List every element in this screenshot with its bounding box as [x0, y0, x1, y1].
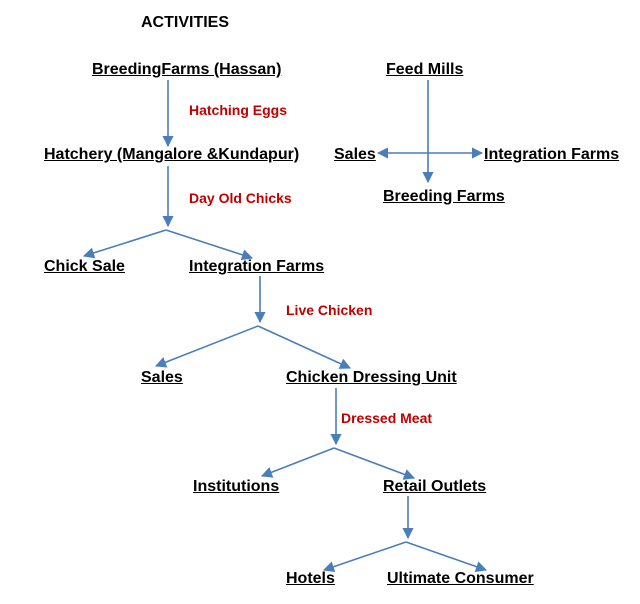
- node-integration-farms: Integration Farms: [189, 258, 325, 275]
- label-hatching-eggs: Hatching Eggs: [189, 102, 288, 118]
- node-ultimate-consumer: Ultimate Consumer: [387, 570, 534, 587]
- label-live-chicken: Live Chicken: [286, 302, 373, 318]
- arrow-split-to-consumer: [405, 541, 488, 572]
- arrow-split-to-chick-sale: [82, 229, 167, 259]
- label-day-old-chicks: Day Old Chicks: [189, 190, 292, 206]
- node-institutions: Institutions: [193, 478, 280, 495]
- node-retail-outlets: Retail Outlets: [383, 478, 487, 495]
- node-hotels: Hotels: [286, 570, 335, 587]
- arrow-split-to-sales: [154, 325, 259, 368]
- node-hatchery: Hatchery (Mangalore &Kundapur): [44, 146, 300, 163]
- node-feed-mills: Feed Mills: [386, 61, 464, 78]
- arrow-split-to-hotels: [322, 541, 407, 573]
- node-feed-breeding-farms: Breeding Farms: [383, 188, 505, 205]
- arrow-split-to-integration-farms: [165, 229, 254, 261]
- node-feed-sales: Sales: [334, 146, 376, 163]
- node-chick-sale: Chick Sale: [44, 258, 125, 275]
- arrow-split-to-retail: [333, 447, 416, 480]
- node-feed-integration-farms: Integration Farms: [484, 146, 620, 163]
- arrow-split-to-dressing-unit: [257, 325, 352, 369]
- diagram-title: ACTIVITIES: [141, 14, 230, 31]
- node-breeding-farms-hassan: BreedingFarms (Hassan): [92, 61, 282, 78]
- node-chicken-dressing-unit: Chicken Dressing Unit: [286, 369, 457, 386]
- label-dressed-meat: Dressed Meat: [341, 410, 433, 426]
- node-sales: Sales: [141, 369, 183, 386]
- arrow-split-to-institutions: [260, 447, 335, 478]
